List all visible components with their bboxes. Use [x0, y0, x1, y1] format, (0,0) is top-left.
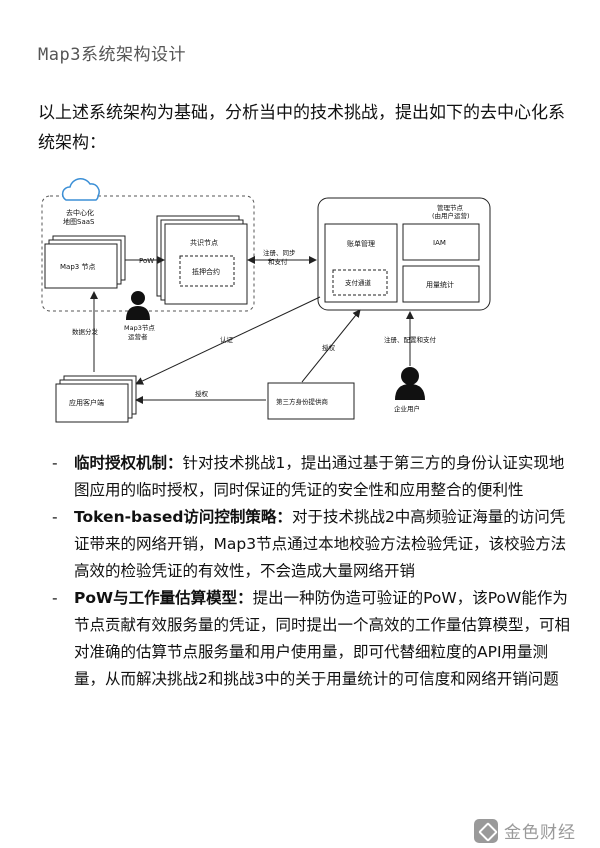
- third-party-label: 第三方身份提供商: [276, 397, 329, 406]
- architecture-diagram: 去中心化 地图SaaS Map3 节点 共识节点 抵押合约 PoW 注册、同步 …: [41, 178, 491, 423]
- bullet-item: -临时授权机制：针对技术挑战1，提出通过基于第三方的身份认证实现地图应用的临时授…: [52, 454, 565, 499]
- operator-person-icon: [126, 291, 150, 320]
- payment-channel-box: [332, 269, 388, 296]
- third-party-box: [267, 382, 355, 420]
- register-label-2: 和支付: [268, 257, 288, 266]
- app-client-label: 应用客户端: [69, 398, 104, 407]
- staking-contract-label: 抵押合约: [192, 267, 220, 276]
- consensus-node-label: 共识节点: [190, 238, 218, 247]
- bullet-text: 对于技术挑战2中高频验证海量的访问凭证带来的网络开销，Map3节点通过本地校验方…: [74, 508, 567, 580]
- mgmt-label-1: 管理节点: [437, 203, 464, 212]
- iam-box: [402, 223, 480, 261]
- reg-config-pay-label: 注册、配置和支付: [384, 335, 437, 344]
- intro-paragraph: 以上述系统架构为基础，分析当中的技术挑战，提出如下的去中心化系统架构：: [38, 103, 565, 153]
- authorize-1-label: 授权: [322, 343, 336, 352]
- watermark-logo-icon: [474, 818, 498, 843]
- usage-stats-label: 用量统计: [426, 280, 454, 289]
- watermark: 金色财经: [474, 818, 576, 843]
- bullet-text: 提出一种防伪造可验证的PoW，该PoW能作为节点贡献有效服务量的凭证，同时提出一…: [74, 589, 571, 688]
- bullet-label: Token-based访问控制策略：: [74, 508, 292, 526]
- operator-label-1: Map3节点: [124, 324, 155, 332]
- saas-label-1: 去中心化: [66, 208, 94, 217]
- data-dist-label: 数据分发: [72, 327, 99, 336]
- staking-contract-box: [179, 255, 235, 287]
- auth-label: 认证: [220, 335, 234, 344]
- bullet-label: 临时授权机制：: [74, 454, 183, 472]
- bullet-label: PoW与工作量估算模型：: [74, 589, 253, 607]
- bullet-item: -Token-based访问控制策略：对于技术挑战2中高频验证海量的访问凭证带来…: [52, 508, 567, 580]
- operator-label-2: 运营者: [128, 332, 148, 341]
- pow-label: PoW: [139, 257, 154, 265]
- saas-label-2: 地图SaaS: [63, 217, 95, 226]
- cloud-icon: [61, 178, 100, 201]
- register-label-1: 注册、同步: [263, 248, 296, 257]
- billing-label: 账单管理: [347, 239, 375, 248]
- payment-channel-label: 支付通道: [345, 278, 372, 287]
- saas-container: [41, 195, 255, 312]
- iam-label: IAM: [433, 239, 446, 247]
- consensus-node-box: [156, 215, 248, 305]
- app-client-box: [55, 375, 137, 423]
- mgmt-label-2: (由用户运营): [432, 211, 470, 220]
- map3-node-label: Map3 节点: [60, 263, 95, 271]
- bullet-item: -PoW与工作量估算模型：提出一种防伪造可验证的PoW，该PoW能作为节点贡献有…: [52, 589, 571, 688]
- bullet-list: -临时授权机制：针对技术挑战1，提出通过基于第三方的身份认证实现地图应用的临时授…: [52, 450, 577, 693]
- enterprise-user-label: 企业用户: [394, 404, 420, 413]
- authorize-2-label: 授权: [195, 389, 209, 398]
- bullet-text: 针对技术挑战1，提出通过基于第三方的身份认证实现地图应用的临时授权，同时保证的凭…: [74, 454, 565, 499]
- page-title: Map3系统架构设计: [38, 45, 186, 65]
- map3-node-box: [44, 235, 126, 289]
- enterprise-user-icon: [395, 367, 425, 400]
- usage-stats-box: [402, 265, 480, 303]
- billing-box: [324, 223, 398, 303]
- watermark-text: 金色财经: [504, 823, 576, 843]
